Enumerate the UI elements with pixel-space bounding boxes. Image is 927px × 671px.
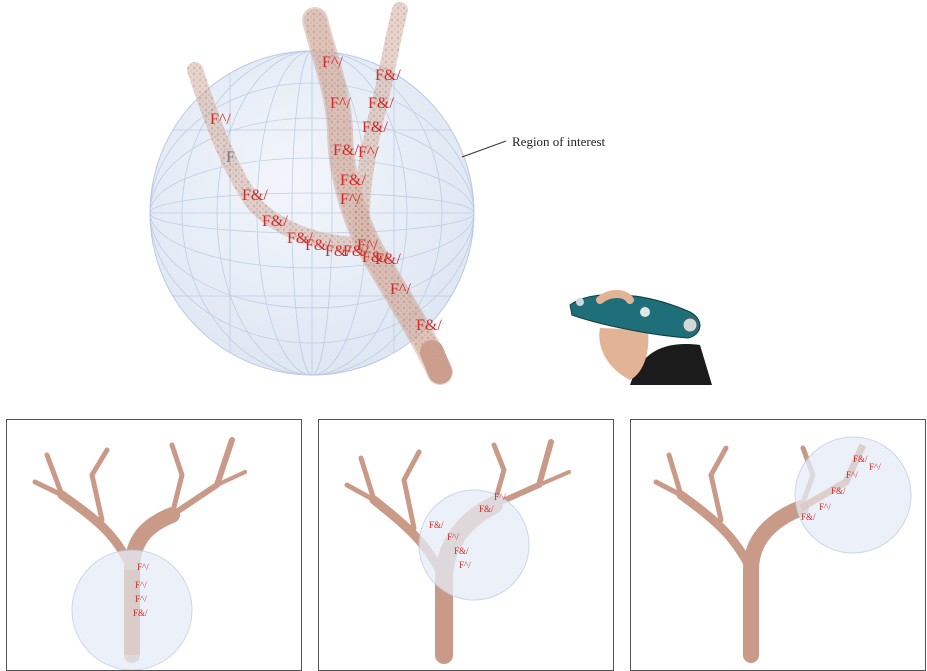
region-of-interest-sphere xyxy=(419,490,529,600)
svg-text:F&/: F&/ xyxy=(831,486,846,496)
svg-text:F&/: F&/ xyxy=(454,546,469,556)
symbol: F&/ xyxy=(362,119,388,136)
panel-left: F^/ F^/ F^/ F&/ xyxy=(6,419,302,671)
svg-text:F^/: F^/ xyxy=(819,502,831,512)
panel-middle: F&/F^/ F&/F^/ F&/F^/ xyxy=(318,419,614,671)
symbol: F&/ xyxy=(340,172,366,189)
region-of-interest-label: Region of interest xyxy=(512,134,605,150)
svg-text:F^/: F^/ xyxy=(135,594,147,604)
svg-text:F&/: F&/ xyxy=(479,504,494,514)
svg-text:F^/: F^/ xyxy=(459,560,471,570)
svg-text:F&/: F&/ xyxy=(853,454,868,464)
symbol: F&/ xyxy=(333,142,359,159)
symbol: F^/ xyxy=(330,95,351,112)
symbol: F xyxy=(226,149,235,166)
svg-text:F&/: F&/ xyxy=(133,608,148,618)
haptic-stylus-illustration xyxy=(570,294,712,385)
symbol: F&/ xyxy=(242,187,268,204)
callout-leader-line xyxy=(462,141,506,157)
svg-text:F^/: F^/ xyxy=(137,562,149,572)
svg-text:F^/: F^/ xyxy=(494,492,506,502)
symbol: F&/ xyxy=(262,213,288,230)
symbol: F&/ xyxy=(375,251,401,268)
panel-right: F&/F^/ F&/F^/ F&/F^/ xyxy=(630,419,926,671)
symbol: F^/ xyxy=(322,54,343,71)
symbol: F^/ xyxy=(358,144,379,161)
symbol: F^/ xyxy=(210,111,231,128)
svg-text:F&/: F&/ xyxy=(801,512,816,522)
svg-text:F^/: F^/ xyxy=(846,470,858,480)
svg-text:F^/: F^/ xyxy=(447,532,459,542)
symbol: F&/ xyxy=(368,95,394,112)
main-scene: F^/ F&/ F^/ F&/ F^/ F&/ F F&/ F&/ F^/ F&… xyxy=(0,0,927,420)
symbol: F&/ xyxy=(416,317,442,334)
symbol: F^/ xyxy=(340,191,361,208)
tree xyxy=(656,448,813,655)
svg-text:F^/: F^/ xyxy=(869,462,881,472)
svg-text:F&/: F&/ xyxy=(429,520,444,530)
symbol: F^/ xyxy=(390,281,411,298)
svg-text:F^/: F^/ xyxy=(135,580,147,590)
symbol: F&/ xyxy=(375,67,401,84)
